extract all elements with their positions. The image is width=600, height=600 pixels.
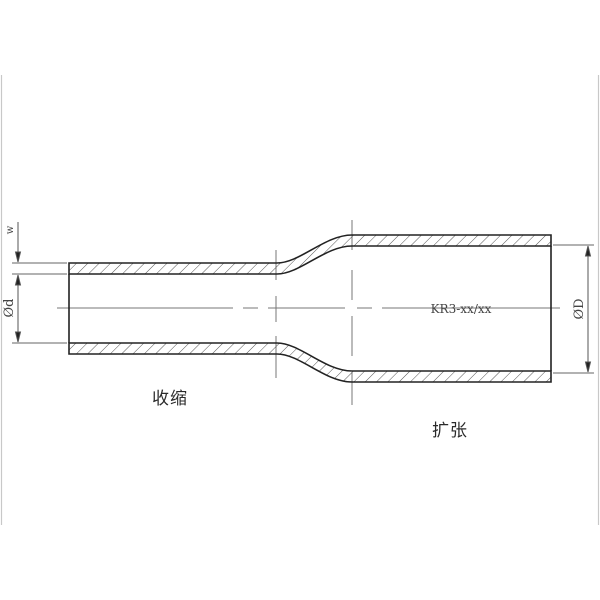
dim-small-diameter xyxy=(14,274,22,343)
dim-extension-right xyxy=(553,244,594,374)
label-expanded: 扩张 xyxy=(432,421,468,441)
tube-wall-bottom xyxy=(68,342,552,383)
dim-wall-label: w xyxy=(5,225,16,234)
dim-wall-thickness xyxy=(14,222,22,263)
model-label: KR3-xx/xx xyxy=(431,302,492,316)
dim-large-diameter-label: ØD xyxy=(572,298,587,319)
label-shrunk: 收缩 xyxy=(152,389,188,409)
dim-small-diameter-label: Ød xyxy=(2,299,17,318)
dim-extension-left xyxy=(12,262,67,344)
tube-wall-top xyxy=(68,234,552,275)
dim-large-diameter xyxy=(584,245,592,373)
